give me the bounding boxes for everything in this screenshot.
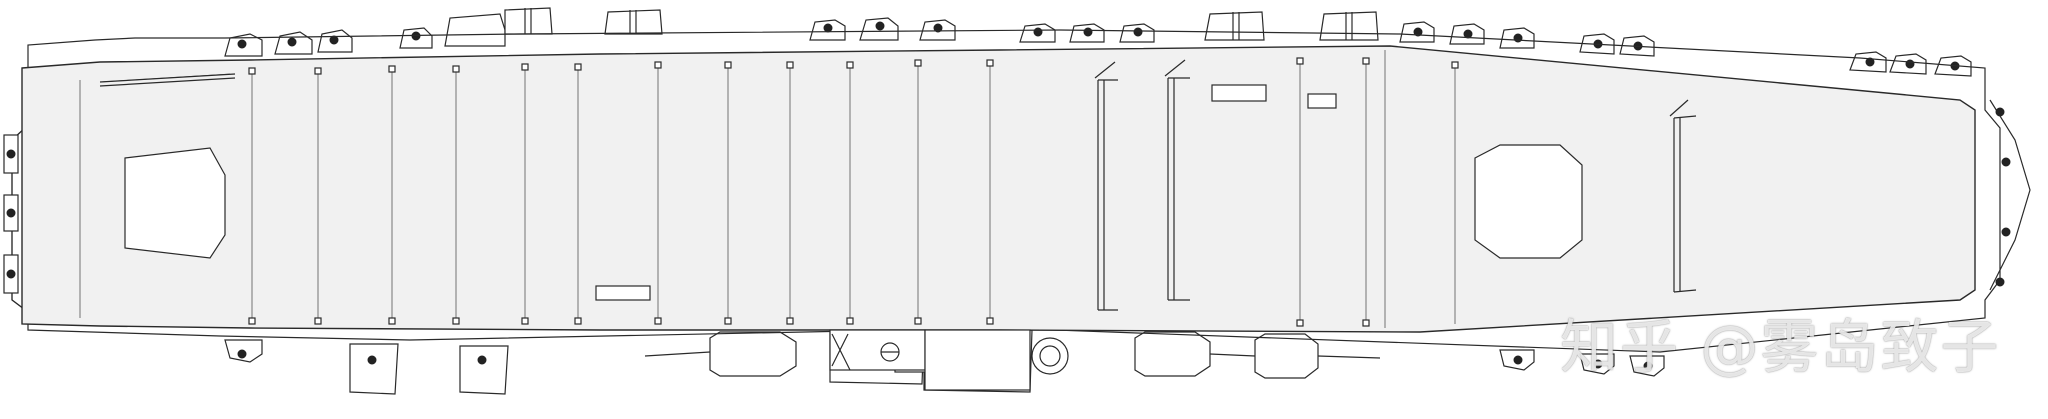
arrestor-wires: [248, 57, 1459, 327]
island-bay: [829, 329, 1031, 391]
stern-details: [3, 134, 19, 294]
crash-barriers: [1094, 59, 1697, 311]
aft-elevator: [124, 147, 226, 259]
upper-aa-mounts: [237, 8, 1960, 71]
flight-deck: [21, 45, 1976, 333]
bow-details: [1995, 107, 2011, 287]
lower-aa-mounts: [237, 349, 1653, 371]
forward-elevator: [1474, 144, 1583, 259]
watermark: 知乎 @雾岛致子: [1560, 313, 2001, 381]
